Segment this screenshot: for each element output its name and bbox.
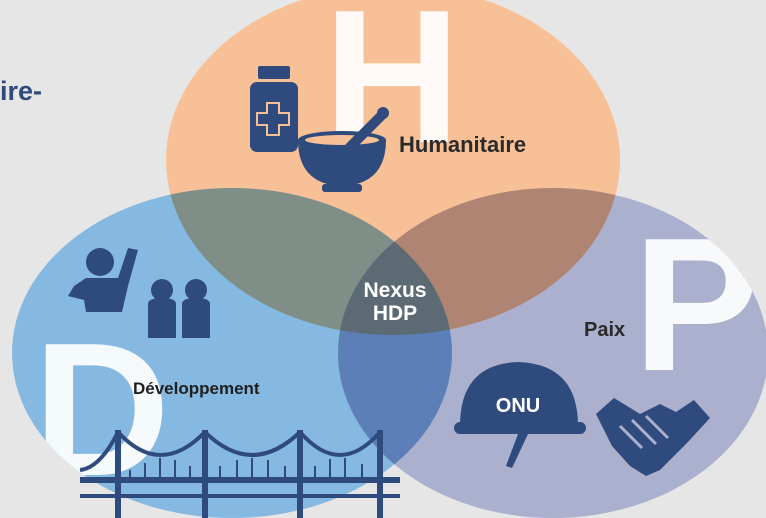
label-paix: Paix [584, 319, 625, 341]
handshake-icon [596, 398, 710, 476]
person-icon [68, 248, 138, 312]
people-icon [148, 279, 210, 338]
letter-p: P [633, 199, 760, 411]
label-developpement: Développement [133, 379, 260, 398]
center-label-line2: HDP [373, 302, 417, 325]
partial-title: ire- [0, 76, 43, 106]
bridge-icon [79, 430, 400, 518]
mortar-pestle-icon [298, 107, 389, 192]
label-humanitaire: Humanitaire [399, 132, 526, 157]
un-helmet-icon [454, 362, 586, 468]
medicine-bottle-icon [250, 66, 298, 152]
overlap-humanitaire-paix [338, 188, 620, 335]
overlap-humanitaire-developpement [166, 188, 452, 335]
helmet-label: ONU [496, 395, 540, 417]
center-label-line1: Nexus [363, 279, 426, 302]
